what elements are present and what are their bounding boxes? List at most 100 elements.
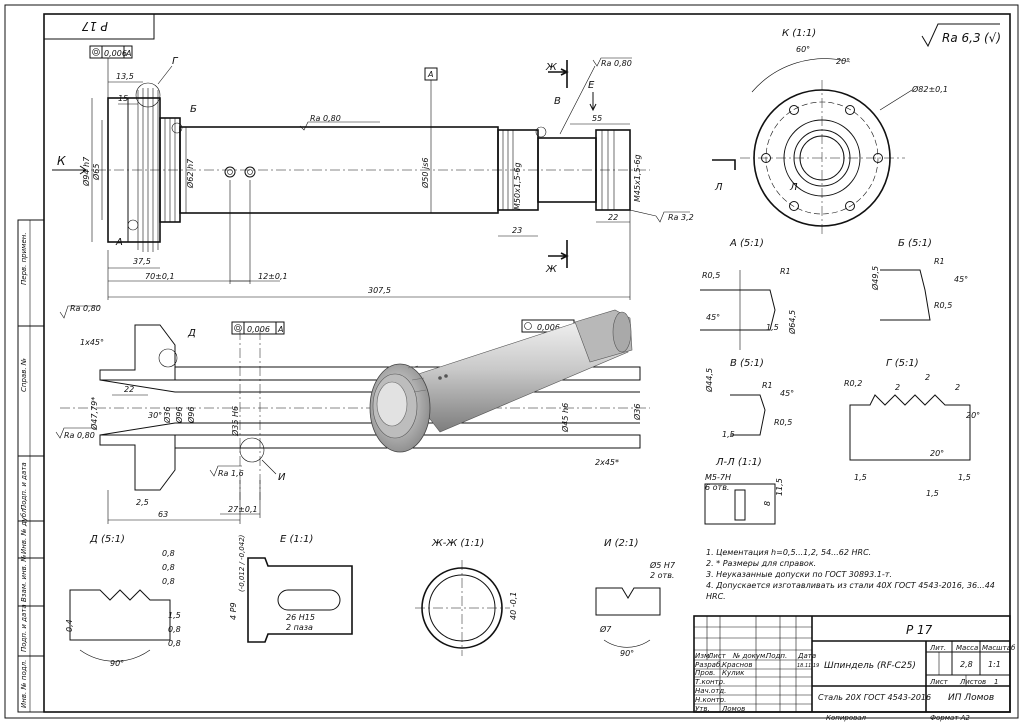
dim-d50: Ø50 js6 [420,158,430,190]
side-label-podp1: Подп. и дата [20,462,28,510]
dim-m45: M45x1,5-6g [633,154,642,202]
note-4b: HRC. [706,592,726,601]
roughness-section-top: Ra 0,80 [70,304,101,313]
dim-d35: Ø35 H6 [230,406,240,437]
roughness-ra32: Ra 3,2 [668,213,694,222]
section-tol-datum: A [277,325,283,334]
spindle-3d-render [369,309,633,453]
view-d-title: Д (5:1) [89,534,125,545]
g-20a: 20° [966,411,980,420]
a-45: 45° [706,313,720,322]
v-15: 1,5 [722,430,735,439]
d-08c: 0,8 [162,577,175,586]
v-45: 45° [780,389,794,398]
b-45: 45° [954,275,968,284]
k-dim-20: 20° [836,57,850,66]
view-v-title: В (5:1) [730,358,764,369]
roughness-check: (√) [984,31,1001,45]
side-label-inv-dubl: Инв. № дубл. [20,506,28,554]
side-label-podp2: Подп. и дата [20,604,28,652]
main-tol-value: 0,006 [104,49,127,58]
dim-d65: Ø65 [91,164,101,181]
view-k-title: К (1:1) [782,28,816,39]
rotated-code: P 17 [81,19,108,33]
view-e-title: Е (1:1) [280,534,313,545]
dim-12: 12±0,1 [258,272,288,281]
tb-masshtab: Масштаб [982,644,1016,652]
tb-company: ИП Ломов [948,693,994,703]
dim-section-22: 22 [124,385,134,394]
k-letter-l-1: Л [714,182,723,193]
v-r1: R1 [762,381,773,390]
dim-55: 55 [592,114,602,123]
i-d5: Ø5 H7 [649,560,676,570]
g-2a: 2 [895,383,900,392]
dim-37-5: 37,5 [133,257,151,266]
roughness-main-shaft: Ra 0,80 [310,114,341,123]
g-15b: 1,5 [926,489,939,498]
g-20b: 20° [930,449,944,458]
view-g-title: Г (5:1) [886,358,919,369]
dim-30deg: 30° [148,411,162,420]
letter-i: И [278,472,286,483]
side-label-perv: Перв. примен. [20,232,28,285]
dim-63: 63 [158,510,168,519]
k-dim-82: Ø82±0,1 [911,84,948,94]
a-r05: R0,5 [702,271,720,280]
dim-m50: M50x1,5-6g [513,162,522,210]
view-b-title: Б (5:1) [898,238,932,249]
view-ll-title: Л-Л (1:1) [715,457,762,468]
dim-d96-b: Ø96 [186,407,196,424]
i-d7: Ø7 [599,624,612,634]
view-ll: Л-Л (1:1) M5-7H 6 отв. 11,5 8 [704,457,784,525]
b-d495: Ø49,5 [870,266,880,291]
view-i-title: И (2:1) [604,538,639,549]
view-v: В (5:1) Ø44,5 R1 45° 1,5 R0,5 [704,358,794,439]
roughness-section-bottom: Ra 0,80 [64,431,95,440]
b-r1: R1 [934,257,945,266]
note-4: 4. Допускается изготавливать из стали 40… [706,581,995,590]
tb-listov: Листов [959,678,986,686]
tb-massa-val: 2,8 [960,660,973,669]
tb-data: Дата [797,652,816,660]
letter-d: Д [187,328,196,339]
sheet-frame [4,4,1019,719]
a-d645: Ø64,5 [787,310,797,335]
view-zh: Ж-Ж (1:1) 40 -0,1 [415,538,518,656]
tb-razrab-name: Краснов [722,661,753,669]
dim-23: 23 [512,226,522,235]
dim-section-d36: Ø36 [162,407,172,424]
dim-d47-79: Ø47,79* [89,397,99,431]
g-15c: 1,5 [958,473,971,482]
side-label-vzam: Взам. инв. № [20,554,28,602]
main-view: 0,006 A A 13,5 15 Ø94 h7 Ø65 Ø62 h7 Ø50 … [52,45,694,300]
b-r05: R0,5 [934,301,952,310]
d-15: 1,5 [168,611,181,620]
d-08b: 0,8 [162,563,175,572]
dim-d96-a: Ø96 [174,407,184,424]
i-90: 90° [620,649,634,658]
tb-izm: Изм. [695,652,711,660]
view-d: Д (5:1) 0,8 0,8 0,8 0,4 1,5 0,8 0,8 90° [65,534,181,668]
roughness-general-text: Ra 6,3 [942,31,981,45]
tb-material: Сталь 20Х ГОСТ 4543-2016 [818,693,931,702]
tb-listov-val: 1 [994,678,998,686]
tb-utv-name: Ломов [721,705,745,713]
dim-d36-right: Ø36 [632,404,642,421]
letter-g: Г [172,56,179,67]
rotated-code-box: P 17 [43,13,155,40]
zh-40: 40 -0,1 [509,592,518,620]
tb-razrab-date: 18.11.19 [797,663,819,669]
dim-27: 27±0,1 [228,505,258,514]
ll-m5: M5-7H [705,473,731,482]
tb-nkontr: Н.контр. [695,696,726,704]
tb-prov: Пров. [695,669,715,677]
view-i: И (2:1) Ø5 H7 2 отв. Ø7 90° [595,538,676,658]
view-a-title: А (5:1) [729,238,764,249]
section-tol-value-2: 0,006 [537,323,560,332]
side-label-inv-podl: Инв. № подл. [20,660,28,708]
i-2otv: 2 отв. [650,571,674,580]
tb-razrab: Разраб. [695,661,723,669]
dim-chamfer: 1x45° [80,338,104,347]
